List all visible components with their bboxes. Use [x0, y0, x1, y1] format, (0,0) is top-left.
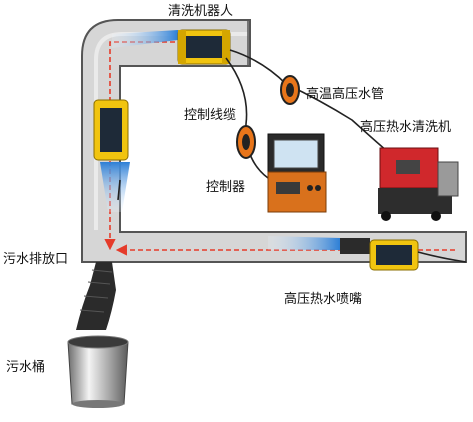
waste-bucket-icon [67, 335, 129, 408]
controller-label: 控制器 [206, 180, 246, 195]
pressure-washer-icon [378, 147, 459, 221]
duct-cleaning-robot-icon [112, 29, 231, 65]
drain-label: 污水排放口 [3, 252, 69, 267]
control-box-icon [267, 133, 327, 213]
washer-label: 高压热水清洗机 [360, 120, 452, 135]
cable-reel-icon [236, 75, 300, 159]
robot-label: 清洗机器人 [168, 4, 234, 19]
bucket-label: 污水桶 [6, 360, 46, 375]
nozzle-label: 高压热水喷嘴 [284, 292, 363, 307]
cable-label: 控制线缆 [184, 108, 237, 123]
duct-cleaning-robot-icon [268, 236, 419, 271]
duct-cleaning-robot-icon [93, 99, 130, 212]
hose-label: 高温高压水管 [306, 87, 385, 102]
drain-pipe [76, 262, 116, 330]
